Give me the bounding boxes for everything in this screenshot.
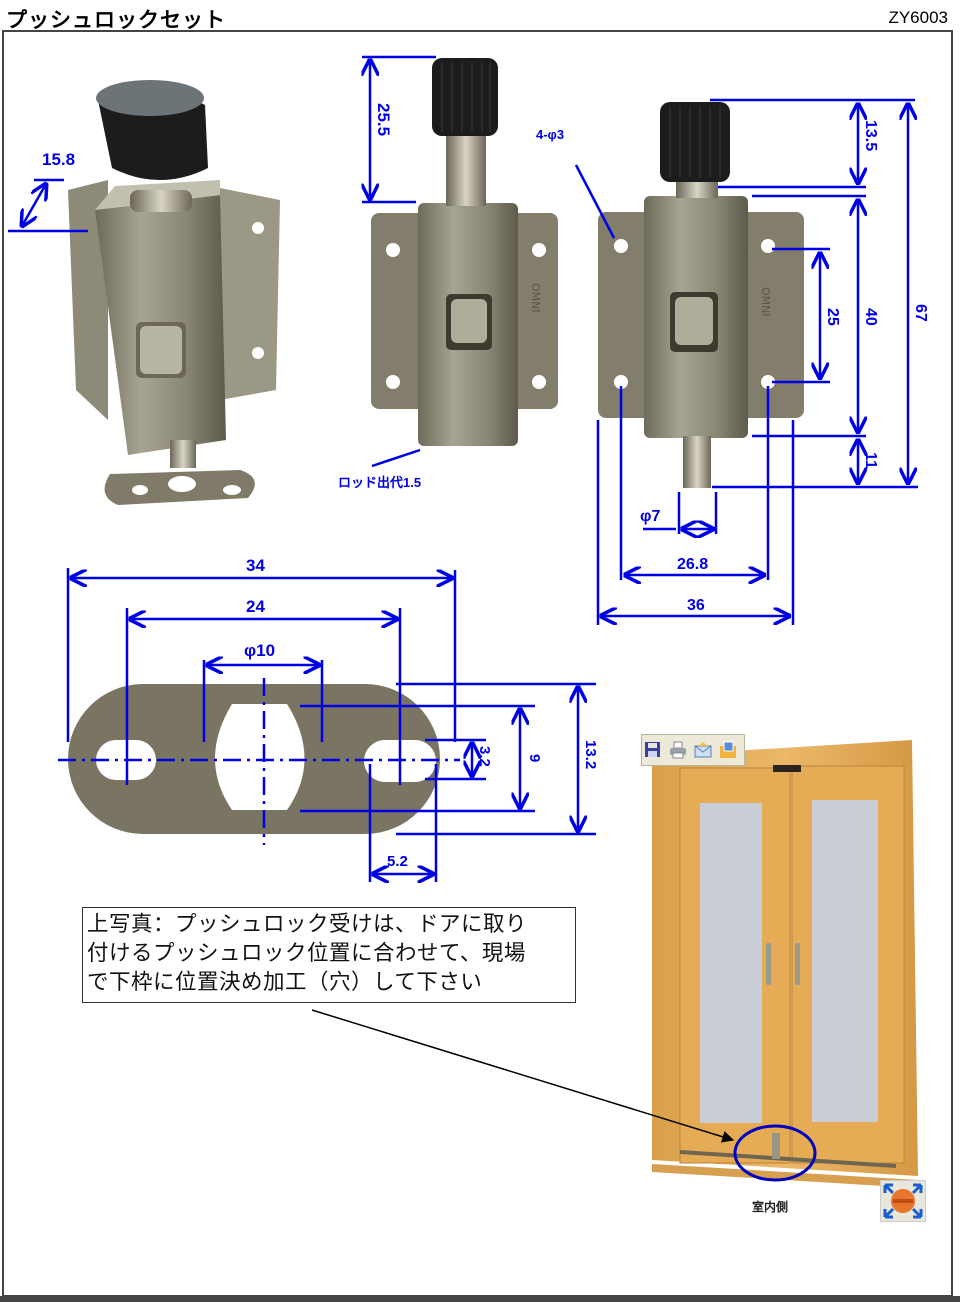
dim-phi7: φ7 bbox=[640, 508, 660, 525]
installation-note: 上写真：プッシュロック受けは、ドアに取り 付けるプッシュロック位置に合わせて、現… bbox=[82, 907, 576, 1003]
vertical-dimensions bbox=[710, 98, 918, 489]
dim-phi10: φ10 bbox=[244, 641, 275, 660]
dim-holes: 4-φ3 bbox=[536, 127, 564, 142]
product-code: ZY6003 bbox=[888, 8, 948, 27]
dimensioned-lock-photo: OMNI bbox=[598, 102, 804, 488]
page-title: プッシュロックセット bbox=[6, 8, 226, 32]
front-lock-photo: OMNI bbox=[371, 58, 558, 446]
rod-protrusion-callout: ロッド出代1.5 bbox=[338, 448, 421, 490]
dim-3.2: 3.2 bbox=[476, 746, 493, 767]
note-line-2: 付けるプッシュロック位置に合わせて、現場 bbox=[87, 941, 526, 966]
door-caption: 室内側 bbox=[752, 1200, 789, 1214]
dim-11: 11 bbox=[862, 452, 879, 469]
dim-25: 25 bbox=[824, 308, 841, 326]
dim-13.2: 13.2 bbox=[582, 740, 599, 769]
dim-15.8: 15.8 bbox=[42, 150, 75, 169]
image-toolbar bbox=[641, 734, 745, 766]
depth-dimension: 15.8 bbox=[8, 150, 88, 233]
rod-protrusion-label: ロッド出代1.5 bbox=[338, 475, 421, 490]
omni-brand: OMNI bbox=[529, 283, 542, 313]
email-icon[interactable] bbox=[694, 741, 712, 759]
note-line-3: で下枠に位置決め加工（穴）して下さい bbox=[87, 970, 483, 995]
hole-callout: 4-φ3 bbox=[536, 127, 616, 239]
dim-36: 36 bbox=[687, 597, 705, 614]
dim-5.2: 5.2 bbox=[387, 853, 408, 870]
gallery-icon[interactable] bbox=[719, 741, 737, 759]
perspective-lock-photo bbox=[68, 80, 280, 505]
lock-location-highlight bbox=[733, 1124, 817, 1182]
dim-67: 67 bbox=[912, 304, 929, 322]
dim-40: 40 bbox=[862, 308, 879, 326]
dim-9: 9 bbox=[526, 754, 543, 762]
door-photo bbox=[652, 740, 918, 1188]
note-line-1: 上写真：プッシュロック受けは、ドアに取り bbox=[87, 912, 528, 937]
horizontal-dimensions bbox=[596, 386, 795, 625]
dim-25.5: 25.5 bbox=[374, 103, 393, 136]
print-icon[interactable] bbox=[669, 741, 687, 759]
strike-plate-dimensions bbox=[58, 568, 596, 882]
dim-26.8: 26.8 bbox=[677, 556, 708, 573]
dim-34: 34 bbox=[246, 556, 265, 575]
callout-arrow bbox=[311, 1009, 735, 1143]
expand-button[interactable] bbox=[880, 1180, 926, 1222]
expand-icon bbox=[883, 1183, 923, 1219]
omni-brand: OMNI bbox=[759, 287, 772, 317]
knob-travel-dimension: 25.5 bbox=[362, 55, 436, 204]
dim-13.5: 13.5 bbox=[862, 120, 879, 151]
bottom-border bbox=[0, 1296, 960, 1302]
dim-24: 24 bbox=[246, 597, 265, 616]
save-icon[interactable] bbox=[644, 741, 662, 759]
